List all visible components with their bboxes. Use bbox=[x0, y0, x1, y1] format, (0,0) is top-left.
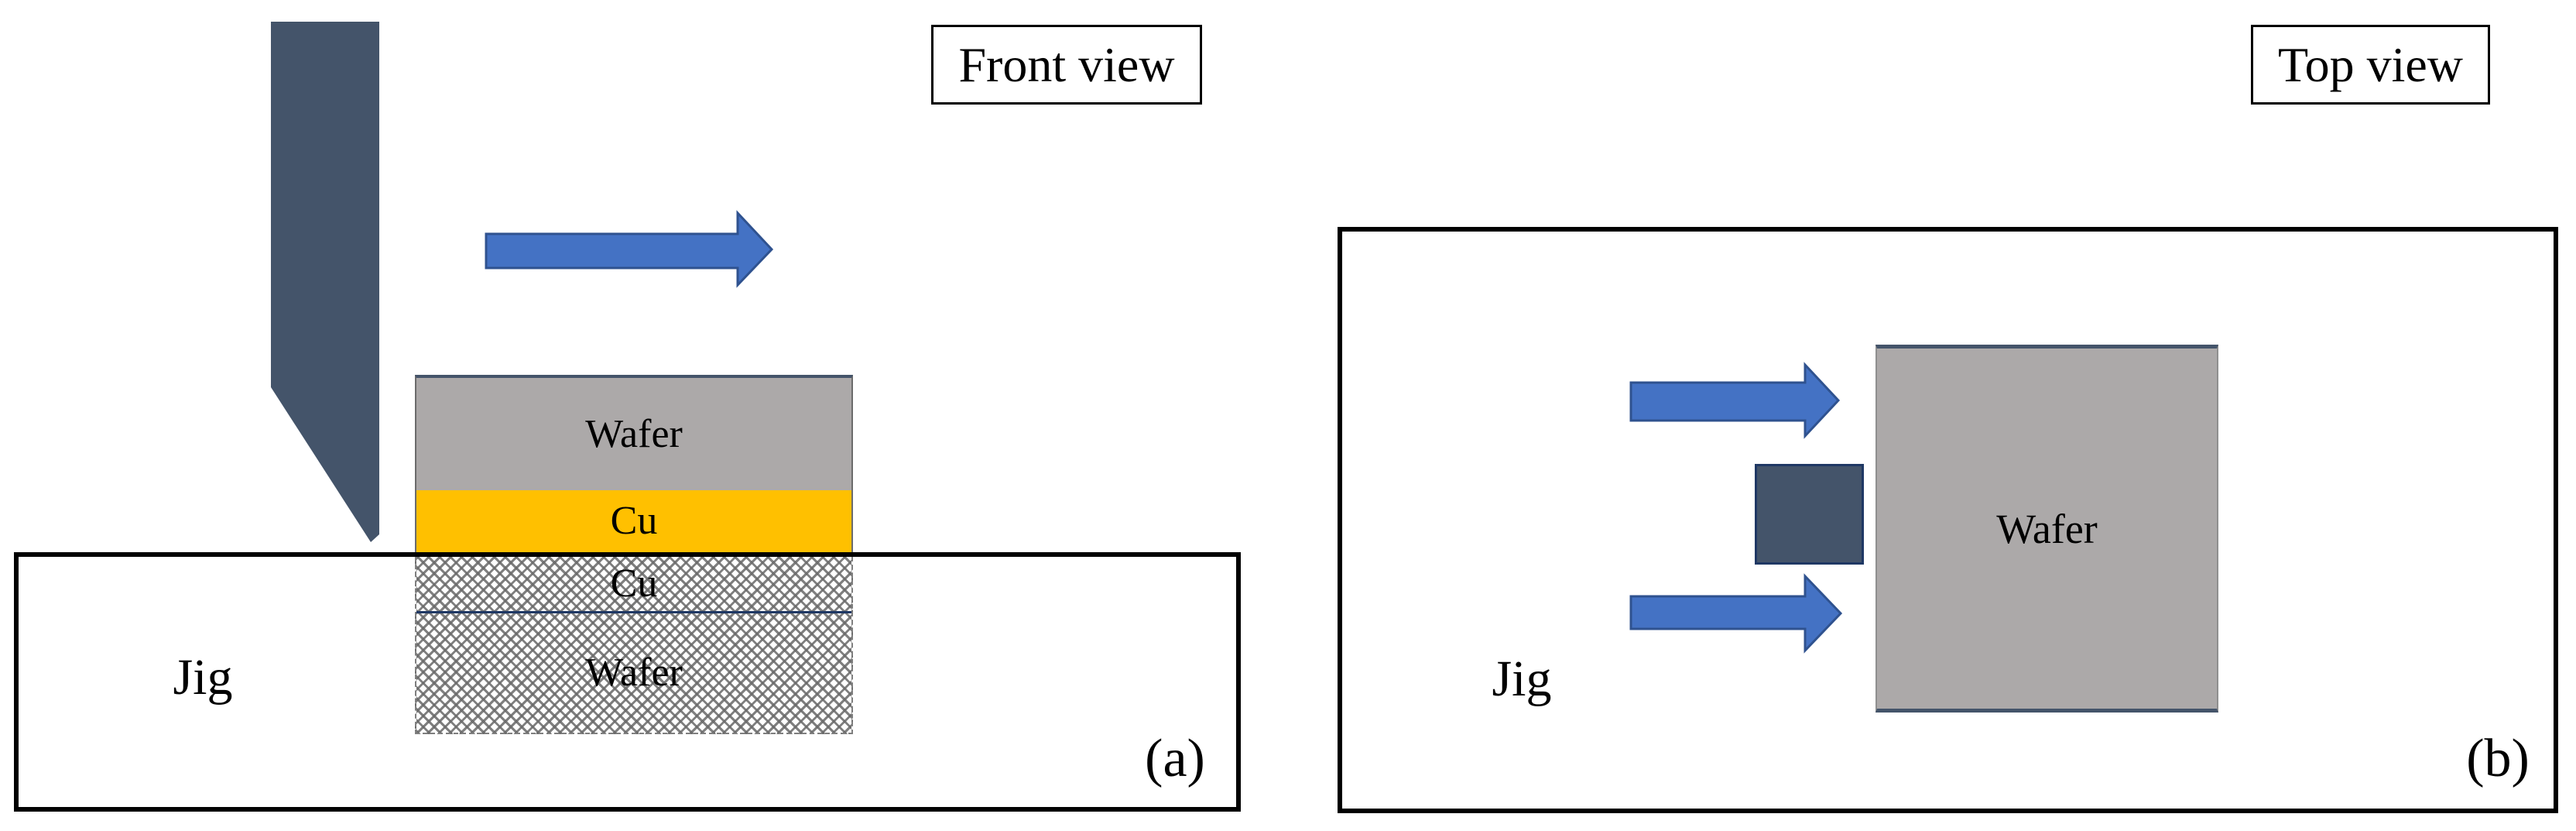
wafer-square-label: Wafer bbox=[1996, 505, 2098, 552]
front-view-label: Front view bbox=[958, 36, 1175, 92]
stack-wafer-bottom-label: Wafer bbox=[585, 651, 683, 695]
stack-cu-bottom-label: Cu bbox=[610, 561, 658, 606]
front-view-label-box: Front view bbox=[931, 25, 1202, 105]
stack-cu-top-layer: Cu bbox=[415, 490, 853, 552]
motion-arrow-top-upper bbox=[1629, 362, 1841, 439]
scribe-tool-blade-shape bbox=[271, 22, 379, 542]
motion-arrow-top-lower-shape bbox=[1629, 573, 1843, 654]
motion-arrow-top-lower bbox=[1629, 573, 1843, 654]
panel-label-a: (a) bbox=[1145, 729, 1205, 788]
motion-arrow-front-shape bbox=[485, 210, 774, 288]
stack-wafer-bottom-layer: Wafer bbox=[416, 613, 851, 733]
jig-label-front: Jig bbox=[173, 649, 233, 706]
stack-cu-top-label: Cu bbox=[610, 499, 658, 543]
top-view-label: Top view bbox=[2277, 36, 2464, 92]
panel-label-b: (b) bbox=[2466, 729, 2530, 788]
jig-label-top: Jig bbox=[1492, 651, 1552, 707]
wafer-square-top: Wafer bbox=[1875, 345, 2218, 713]
top-view-label-box: Top view bbox=[2251, 25, 2490, 105]
stack-wafer-top-label: Wafer bbox=[585, 411, 683, 456]
motion-arrow-top-upper-shape bbox=[1629, 362, 1841, 439]
scribe-tool-top bbox=[1755, 464, 1864, 565]
stack-hidden-layers: Cu Wafer bbox=[415, 557, 853, 734]
stack-wafer-top-layer: Wafer bbox=[415, 375, 853, 490]
scribe-tool-blade bbox=[271, 22, 379, 542]
stack-cu-bottom-layer: Cu bbox=[416, 557, 851, 611]
motion-arrow-front bbox=[485, 210, 774, 288]
cu-cu-bond-line bbox=[416, 611, 851, 613]
